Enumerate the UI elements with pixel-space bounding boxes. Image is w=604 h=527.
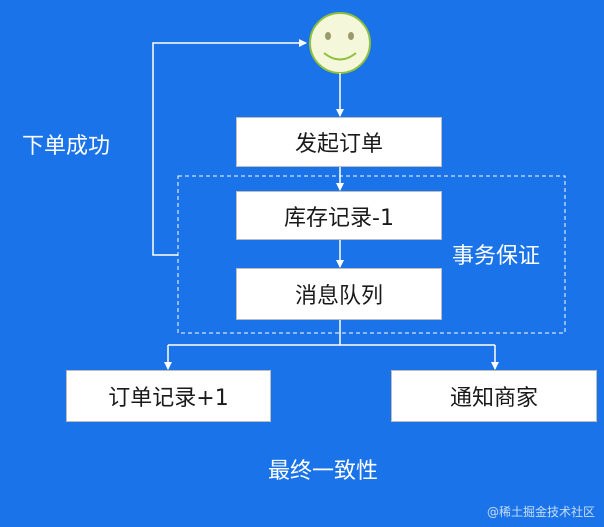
notify-merchant-node: 通知商家 [391,370,597,422]
transaction-label: 事务保证 [452,244,541,269]
message-queue-node: 消息队列 [236,268,442,320]
eventual-consistency-label: 最终一致性 [268,459,379,484]
success-loop-label: 下单成功 [22,134,111,159]
smiley-face-icon [309,12,371,74]
success-loop-arrow [152,39,307,256]
order-record-node: 订单记录+1 [66,370,271,422]
inventory-node: 库存记录-1 [236,191,442,240]
watermark: @稀土掘金技术社区 [487,505,596,519]
create-order-node: 发起订单 [236,117,442,167]
